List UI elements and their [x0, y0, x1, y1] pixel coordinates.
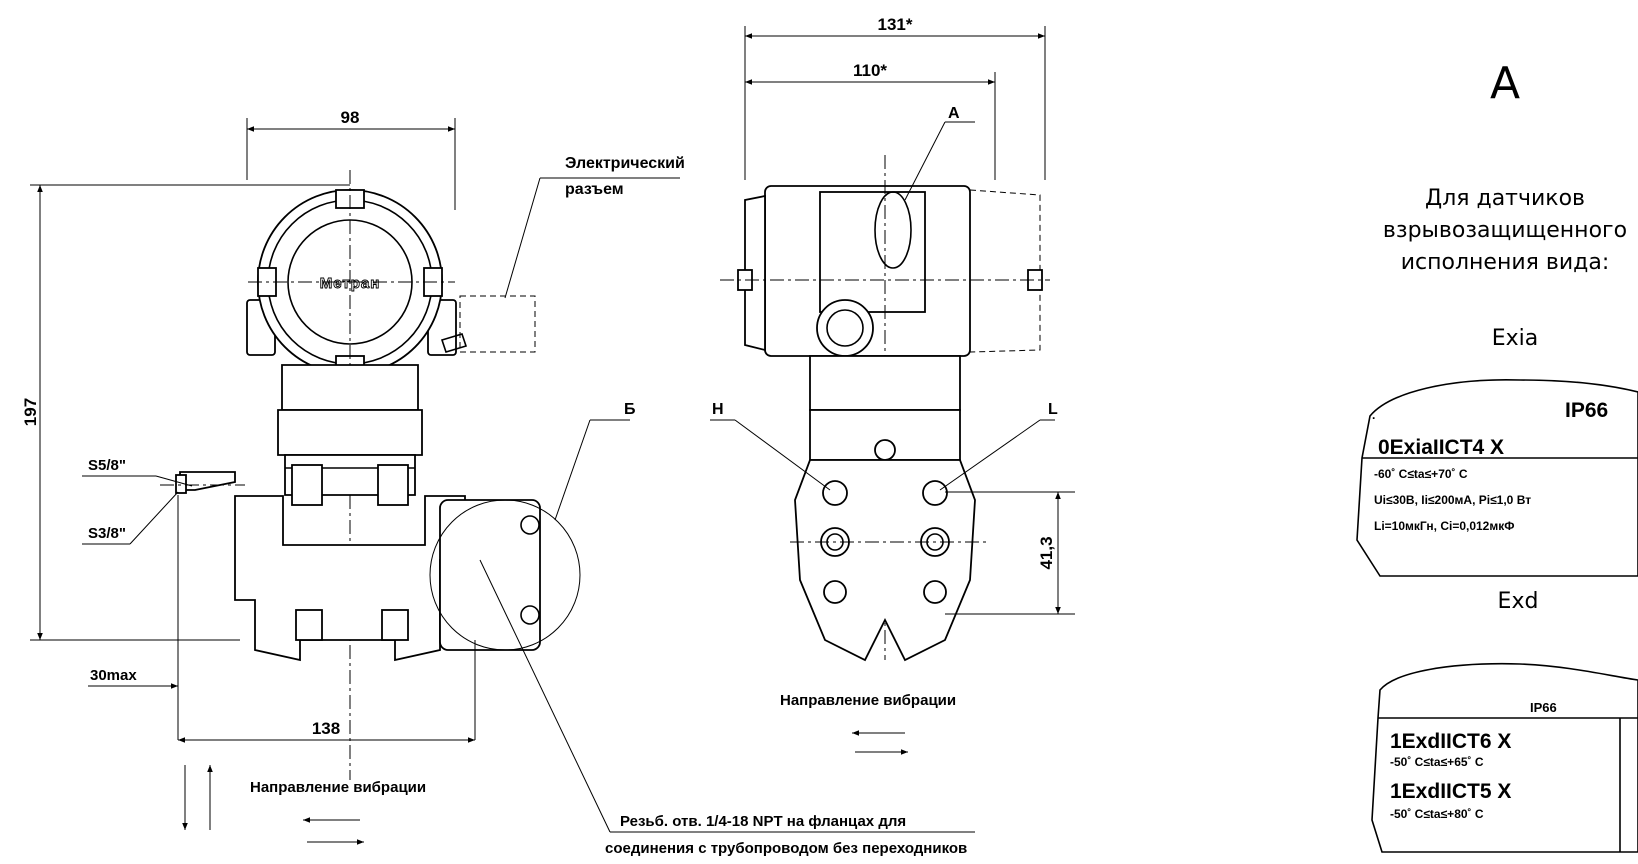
exd-marking-2: 1ExdIICT5 X [1390, 780, 1511, 803]
side-view: 131* 110* A [710, 15, 1075, 755]
callout-h: H [712, 401, 724, 418]
detail-caption-3: исполнения вида: [1401, 250, 1610, 275]
dim-98: 98 [341, 108, 360, 127]
label-vibration-right: Направление вибрации [780, 692, 956, 709]
dim-41-3: 41,3 [1037, 536, 1056, 569]
detail-caption-1: Для датчиков [1425, 186, 1585, 211]
exia-label: Exia [1492, 326, 1539, 351]
exd-label: Exd [1498, 589, 1539, 614]
exia-electrical: Ui≤30B, Ii≤200мA, Pi≤1,0 Вт [1374, 493, 1531, 507]
callout-a: A [948, 105, 960, 122]
exia-marking: 0ExiaIICT4 X [1378, 436, 1504, 459]
detail-caption-2: взрывозащищенного [1383, 218, 1627, 243]
dim-110: 110* [853, 61, 887, 80]
dim-131: 131* [878, 15, 913, 34]
detail-title: A [1490, 58, 1520, 109]
label-s58: S5/8" [88, 457, 126, 474]
exd-temp-1: -50˚ C≤ta≤+65˚ C [1390, 755, 1484, 769]
thread-note-line2: соединения с трубопроводом без переходни… [605, 840, 967, 857]
exd-temp-2: -50˚ C≤ta≤+80˚ C [1390, 807, 1484, 821]
label-vibration-left: Направление вибрации [250, 779, 426, 796]
exia-ip: IP66 [1565, 399, 1608, 422]
label-connector-line2: разъем [565, 181, 624, 198]
callout-l: L [1048, 401, 1058, 418]
dim-197: 197 [21, 398, 40, 426]
plate-exd: IP66 1ExdIICT6 X -50˚ C≤ta≤+65˚ C 1ExdII… [1371, 662, 1638, 853]
exia-temp: -60˚ C≤ta≤+70˚ C [1374, 467, 1468, 481]
exd-marking-1: 1ExdIICT6 X [1390, 730, 1511, 753]
thread-note-line1: Резьб. отв. 1/4-18 NPT на фланцах для [620, 813, 906, 830]
svg-text:.: . [1372, 408, 1375, 422]
callout-b: Б [624, 401, 636, 418]
front-view: 98 197 Метран Электрический разъем [21, 108, 975, 857]
plate-exia: IP66 . 0ExiaIICT4 X -60˚ C≤ta≤+70˚ C Ui≤… [1356, 379, 1638, 577]
dim-30max: 30max [90, 667, 137, 684]
label-s38: S3/8" [88, 525, 126, 542]
exia-inductance: Li=10мкГн, Ci=0,012мкФ [1374, 519, 1514, 533]
label-electrical-connector: Электрический [565, 155, 685, 172]
detail-a: A Для датчиков взрывозащищенного исполне… [1383, 58, 1627, 614]
dim-138: 138 [312, 719, 340, 738]
exd-ip: IP66 [1530, 700, 1557, 715]
